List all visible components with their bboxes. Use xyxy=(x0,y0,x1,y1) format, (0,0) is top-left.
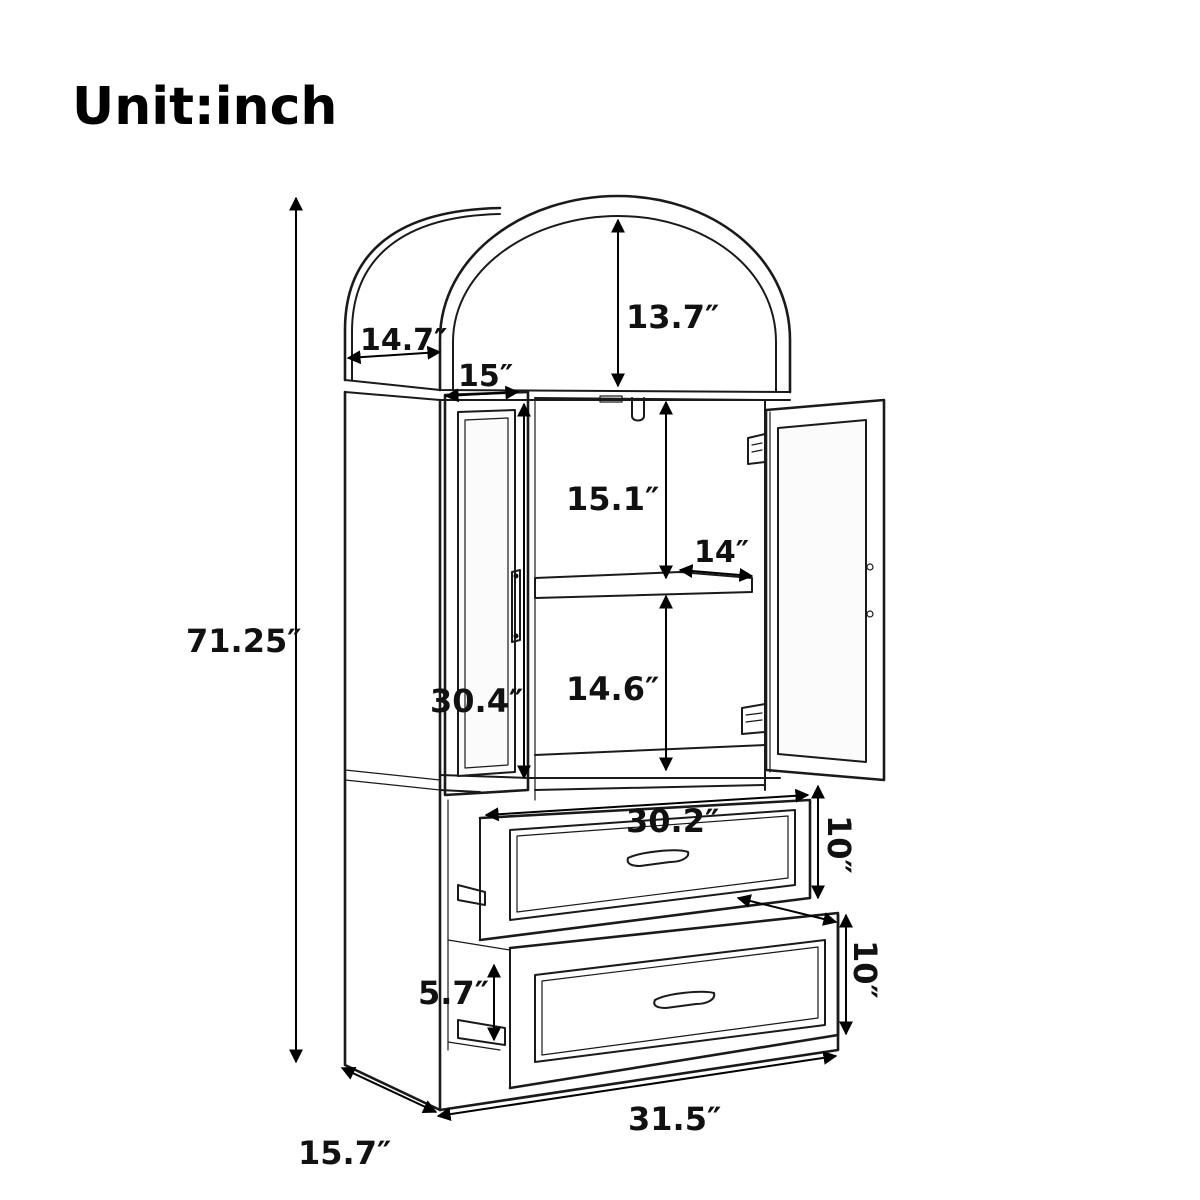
dimension-labels: 71.25″ 14.7″ 13.7″ 15″ 15.1″ 14″ 30.4″ 1… xyxy=(186,298,884,1172)
label-base-width: 31.5″ xyxy=(628,1100,721,1138)
label-arch-width: 14.7″ xyxy=(360,323,447,358)
label-side-depth: 15″ xyxy=(458,359,513,394)
label-shelf-depth: 14″ xyxy=(694,535,749,570)
label-drawer2-height: 10″ xyxy=(846,940,884,999)
label-arch-height: 13.7″ xyxy=(626,298,719,336)
dimension-lines xyxy=(289,196,853,1122)
label-upper-shelf-height: 15.1″ xyxy=(566,480,659,518)
label-overall-height: 71.25″ xyxy=(186,622,302,660)
label-lower-shelf-height: 14.6″ xyxy=(566,670,659,708)
unit-title: Unit:inch xyxy=(72,77,337,137)
label-inner-width: 30.2″ xyxy=(626,802,719,840)
label-drawer1-height: 10″ xyxy=(820,815,858,874)
label-drawer-depth: 5.7″ xyxy=(418,974,489,1012)
label-base-depth: 15.7″ xyxy=(298,1134,391,1172)
label-cabinet-height: 30.4″ xyxy=(430,682,523,720)
